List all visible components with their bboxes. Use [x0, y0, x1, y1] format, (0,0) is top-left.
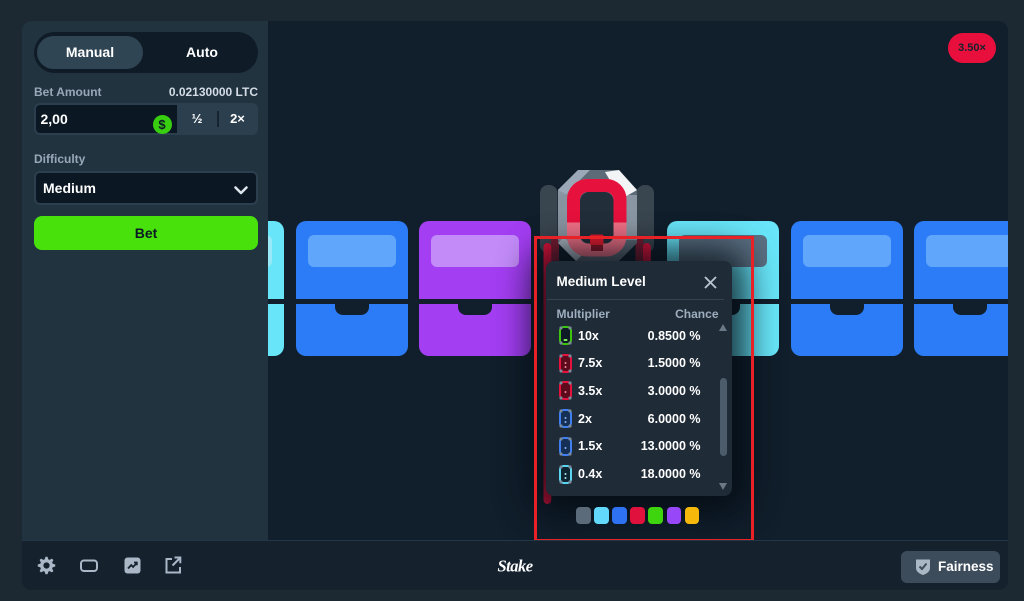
svg-text:Stake: Stake [498, 557, 533, 576]
